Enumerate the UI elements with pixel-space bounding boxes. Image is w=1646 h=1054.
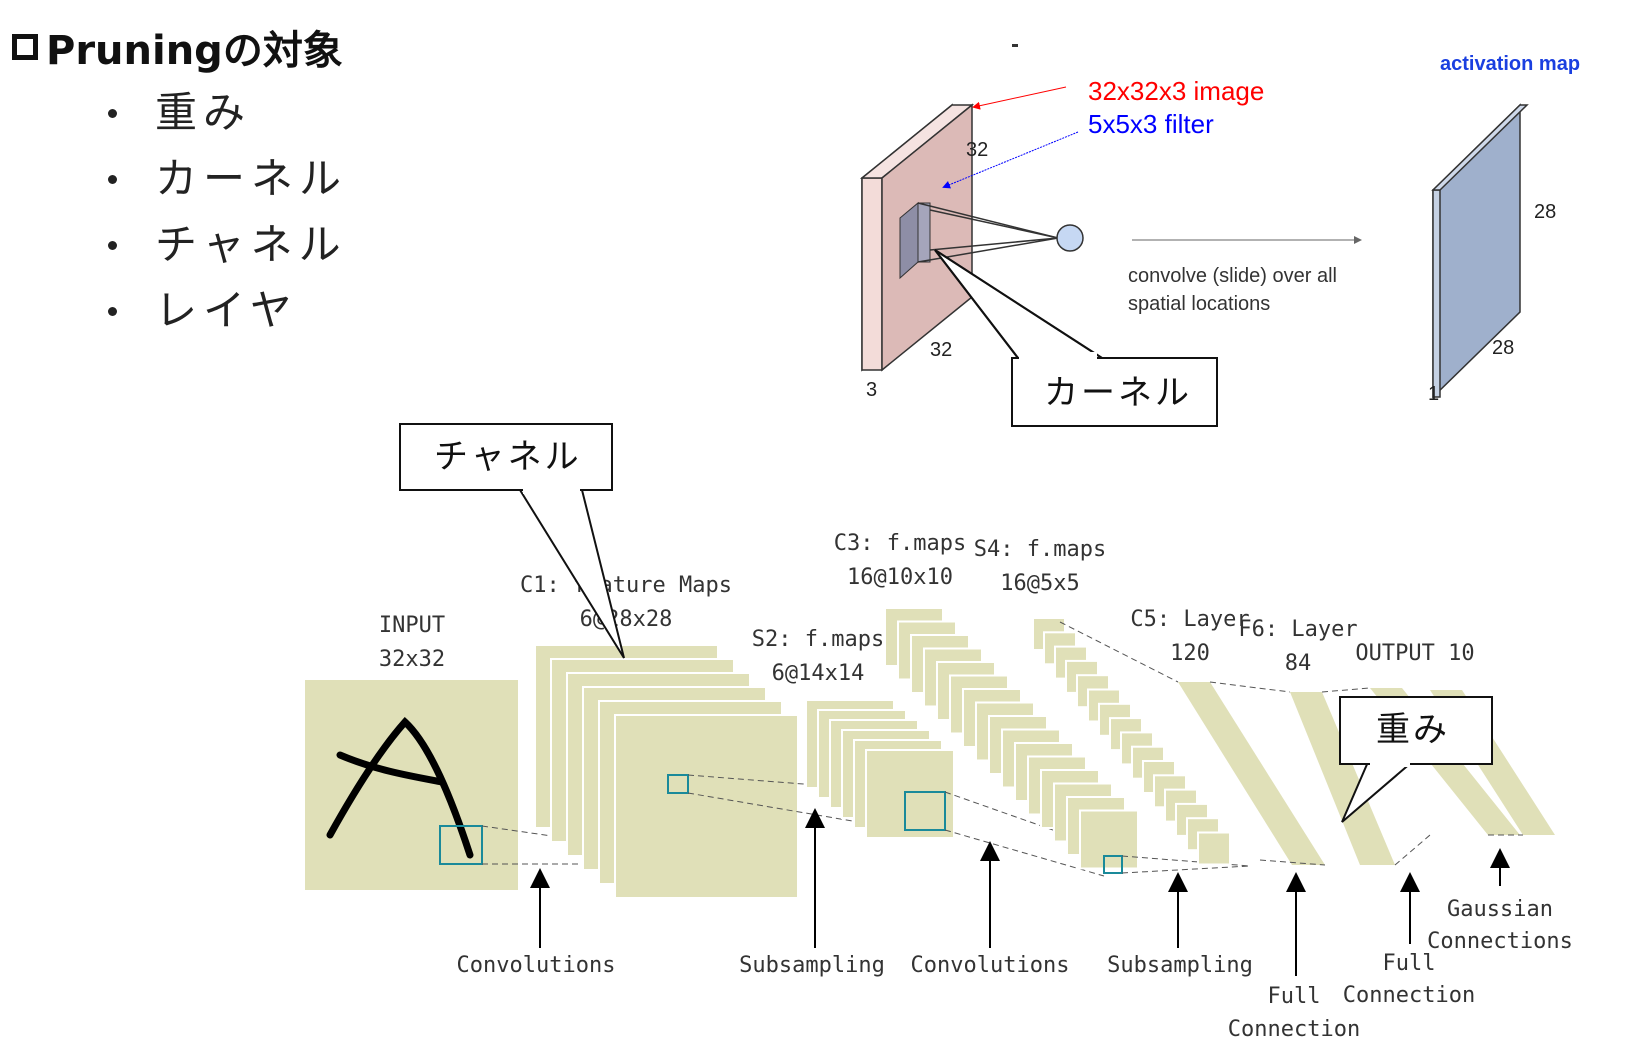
dim-label-1: 1 xyxy=(1428,383,1439,405)
dim-label-28-bottom: 28 xyxy=(1492,337,1514,359)
connection-line xyxy=(1121,855,1251,867)
input-label: INPUT xyxy=(379,613,445,638)
conv-figure: 32x32x3 image 5x5x3 filter activation ma… xyxy=(859,44,1580,405)
bullet-dot-icon xyxy=(108,240,117,250)
op-gaussian-line2: Connections xyxy=(1427,929,1573,954)
list-item: 重み xyxy=(108,80,347,146)
channel-callout-text: チャネル xyxy=(434,437,582,477)
connection-line xyxy=(1121,865,1251,874)
feature-map xyxy=(1079,809,1139,870)
bullet-dot-icon xyxy=(108,306,117,316)
list-item: カーネル xyxy=(108,146,347,212)
c1-receptive-field xyxy=(667,774,689,794)
feature-map xyxy=(865,749,955,839)
dim-label-32-bottom: 32 xyxy=(930,339,952,361)
input-receptive-field xyxy=(439,825,483,865)
s2-maps xyxy=(805,699,1105,877)
neuron-circle xyxy=(1056,224,1084,252)
filter-cube-face xyxy=(917,202,931,263)
bullet-dot-icon xyxy=(108,108,117,118)
c3-receptive-field xyxy=(1103,855,1123,874)
op-full-connection-2-line1: Full xyxy=(1383,951,1436,976)
op-full-connection-2-line2: Connection xyxy=(1343,983,1475,1008)
input-map xyxy=(305,680,518,890)
handwritten-a-icon xyxy=(326,717,474,859)
op-full-connection-1-line2: Connection xyxy=(1228,1017,1360,1042)
f6-layer-bar xyxy=(1290,692,1395,865)
op-gaussian-line1: Gaussian xyxy=(1447,897,1553,922)
s4-maps xyxy=(1032,617,1231,866)
kernel-callout-text: カーネル xyxy=(1044,373,1192,413)
filter-size-label: 5x5x3 filter xyxy=(1088,109,1214,139)
page-title-text: Pruningの対象 xyxy=(46,28,343,74)
convolve-text-line2: spatial locations xyxy=(1128,293,1270,315)
weight-callout-text: 重み xyxy=(1376,710,1450,750)
connection-line xyxy=(944,829,1105,877)
activation-map-top xyxy=(1431,104,1529,191)
s4-label: S4: f.maps xyxy=(974,537,1106,562)
op-full-connection-1-line1: Full xyxy=(1268,984,1321,1009)
op-subsampling-1: Subsampling xyxy=(739,953,885,978)
s2-label: S2: f.maps xyxy=(752,627,884,652)
input-size-label: 32x32 xyxy=(379,647,445,672)
feature-map xyxy=(614,714,799,899)
feature-map xyxy=(1197,831,1231,866)
op-convolutions-2: Convolutions xyxy=(911,953,1070,978)
list-item: レイヤ xyxy=(108,278,347,344)
square-bullet-icon xyxy=(12,34,38,60)
c3-maps xyxy=(884,607,1251,874)
bullet-dot-icon xyxy=(108,174,117,184)
page-title: Pruningの対象 xyxy=(12,18,343,76)
s2-receptive-field xyxy=(904,791,946,831)
weight-callout: 重み xyxy=(1339,696,1493,823)
activation-map-label: activation map xyxy=(1440,53,1580,75)
c1-maps xyxy=(534,644,906,899)
c5-label: C5: Layer xyxy=(1130,607,1249,632)
op-subsampling-2: Subsampling xyxy=(1107,953,1253,978)
c5-layer-bar xyxy=(1178,682,1325,865)
kernel-callout: カーネル xyxy=(934,249,1218,427)
convolve-text-line1: convolve (slide) over all xyxy=(1128,265,1337,287)
s4-size-label: 16@5x5 xyxy=(1000,571,1079,596)
c1-size-label: 6@28x28 xyxy=(580,607,673,632)
s2-size-label: 6@14x14 xyxy=(772,661,865,686)
dim-label-32-top: 32 xyxy=(966,139,988,161)
op-convolutions-1: Convolutions xyxy=(457,953,616,978)
channel-callout: チャネル xyxy=(399,423,625,659)
stray-mark xyxy=(1012,44,1018,47)
list-item: チャネル xyxy=(108,212,347,278)
bullet-list: 重み カーネル チャネル レイヤ xyxy=(108,80,347,344)
output-label: OUTPUT 10 xyxy=(1355,641,1474,666)
input-volume-front xyxy=(861,177,883,371)
c3-size-label: 16@10x10 xyxy=(847,565,953,590)
image-size-label: 32x32x3 image xyxy=(1088,76,1264,106)
c3-label: C3: f.maps xyxy=(834,531,966,556)
c5-size-label: 120 xyxy=(1170,641,1210,666)
c1-label: C1: feature Maps xyxy=(520,573,732,598)
f6-size-label: 84 xyxy=(1285,651,1312,676)
activation-map-edge xyxy=(1432,189,1441,398)
dim-label-28-right: 28 xyxy=(1534,201,1556,223)
f6-label: F6: Layer xyxy=(1238,617,1357,642)
dim-label-3: 3 xyxy=(866,379,877,401)
